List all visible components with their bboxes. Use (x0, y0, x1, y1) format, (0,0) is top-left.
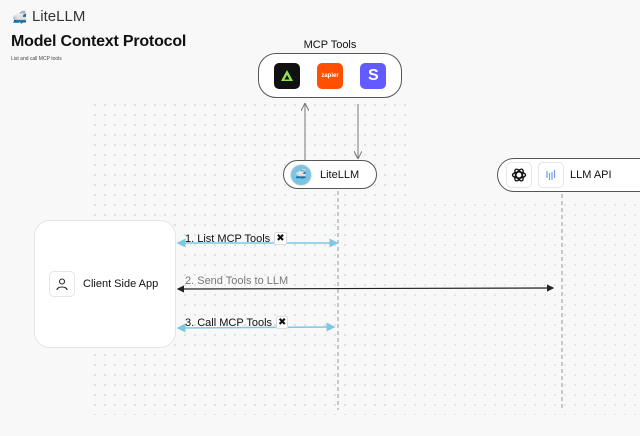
arrow-send-tools (176, 284, 555, 293)
page-title: Model Context Protocol (11, 33, 187, 50)
stripe-icon[interactable]: S (360, 62, 387, 89)
litellm-logo-icon: 🚅 (290, 163, 312, 186)
dot-grid (400, 200, 640, 415)
mcp-tools-group: zapier S (258, 53, 402, 98)
message-list-tools: 1. List MCP Tools ✖ (185, 232, 287, 245)
openai-icon (506, 162, 532, 188)
llm-api-node: LLM API (497, 158, 640, 192)
user-icon (49, 271, 75, 297)
brand: 🚅 LiteLLM (12, 8, 86, 25)
page-subtitle: List and call MCP tools (11, 56, 62, 62)
arcade-icon[interactable] (273, 62, 300, 89)
message-send-tools: 2. Send Tools to LLM (185, 275, 289, 287)
tools-icon: ✖ (276, 316, 289, 329)
litellm-logo-icon: 🚅 (12, 9, 27, 24)
zapier-icon[interactable]: zapier (316, 62, 343, 89)
message-call-tools: 3. Call MCP Tools ✖ (185, 316, 289, 329)
litellm-node: 🚅 LiteLLM (283, 160, 377, 189)
arrow-call-tools (176, 322, 336, 333)
client-side-app-node: Client Side App (34, 220, 176, 348)
llama-icon (538, 162, 564, 188)
mcp-tools-label: MCP Tools (303, 39, 357, 51)
tools-icon: ✖ (274, 232, 287, 245)
